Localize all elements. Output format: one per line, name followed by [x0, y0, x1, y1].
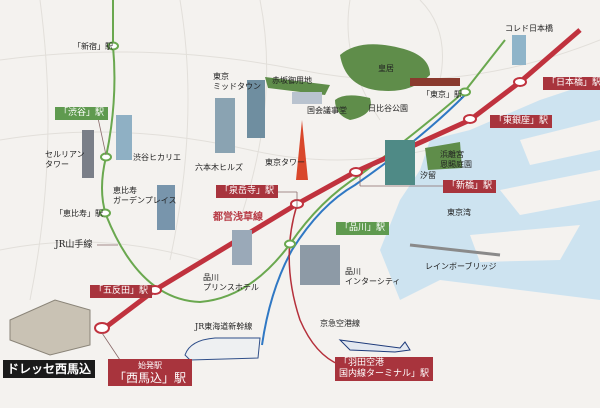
roppongi-hills [215, 98, 235, 153]
yamanote-line-label: JR山手線 [55, 240, 93, 250]
intercity-label: 品川 インターシティ [345, 267, 401, 286]
coredo-label: コレド日本橋 [505, 24, 553, 33]
shinkansen-train [184, 337, 261, 361]
nihonbashi-station-label: 「日本橋」駅 [543, 77, 600, 90]
airplane [338, 339, 411, 353]
akasaka-label: 赤坂御用地 [272, 76, 312, 85]
hibiya-park [335, 95, 371, 120]
shinkansen-line [261, 94, 466, 346]
intercity-buildings [300, 245, 340, 285]
station-markers [94, 41, 527, 334]
station-marker-tokyo [459, 87, 471, 97]
roppongi-hills-label: 六本木ヒルズ [195, 163, 243, 172]
shinjuku-station-label: 「新宿」駅 [73, 42, 113, 51]
kokkai-building [292, 92, 322, 104]
tokyo-tower-label: 東京タワー [265, 158, 305, 167]
prince-hotel [232, 230, 252, 265]
midtown-label: 東京 ミッドタウン [213, 72, 261, 91]
start-station-caption: 始発駅 [138, 361, 162, 370]
coredo-building [512, 35, 526, 65]
ebisu-garden-building [157, 185, 175, 230]
imperial-palace-label: 皇居 [378, 64, 394, 73]
cerulean-tower [82, 130, 94, 178]
tokyo-station-building [410, 78, 460, 86]
prince-hotel-label: 品川 プリンスホテル [203, 273, 259, 292]
station-marker-higashiginza [463, 114, 477, 124]
station-marker-shinbashi [349, 167, 363, 177]
midtown-building [247, 80, 265, 138]
keikyu-line-label: 京急空港線 [320, 319, 360, 328]
hikarie-label: 渋谷ヒカリエ [133, 153, 181, 162]
station-marker-shinagawa [284, 239, 296, 249]
parks [265, 44, 462, 170]
shinagawa-station-label: 「品川」駅 [336, 222, 390, 235]
leader-lines [97, 117, 443, 361]
hikarie-building [116, 115, 132, 160]
property-name-label: ドレッセ西馬込 [3, 360, 96, 378]
haneda-station-line1: 「羽田空港 [339, 358, 385, 368]
asakusa-line-label: 都営浅草線 [213, 212, 263, 223]
tokyo-station-label: 「東京」駅 [422, 90, 462, 99]
hamarikyu-label: 浜離宮 恩賜庭園 [440, 150, 472, 169]
akasaka-park [265, 77, 330, 95]
mansion-building [9, 299, 91, 356]
shibuya-station-label: 「渋谷」駅 [55, 107, 109, 120]
start-station-name: 「西馬込」駅 [114, 371, 187, 385]
gotanda-station-label: 「五反田」駅 [90, 285, 153, 298]
shinbashi-station-label: 「新橋」駅 [443, 180, 497, 193]
tokyo-tower [296, 120, 308, 180]
station-marker-nihonbashi [513, 77, 527, 87]
keikyu-line [288, 204, 341, 366]
rainbow-bridge [409, 243, 501, 257]
shiodome-label: 汐留 [420, 171, 436, 180]
higashiginza-station-label: 「東銀座」駅 [490, 115, 553, 128]
haneda-station-line2: 国内線ターミナル」駅 [339, 369, 430, 379]
hibiya-park-label: 日比谷公園 [368, 104, 408, 113]
ebisu-station-label: 「恵比寿」駅 [55, 209, 103, 218]
station-marker-nishimagome [94, 322, 110, 334]
tokyo-bay-label: 東京湾 [447, 208, 471, 217]
ebisu-garden-label: 恵比寿 ガーデンプレイス [113, 186, 177, 205]
reclaimed-land [470, 120, 600, 262]
nishimagome-station-label: 始発駅 「西馬込」駅 [108, 359, 193, 386]
rainbow-bridge-label: レインボーブリッジ [425, 262, 497, 271]
station-marker-ebisu [99, 208, 111, 218]
cerulean-tower-label: セルリアン タワー [45, 150, 85, 169]
station-marker-shinjuku [107, 41, 119, 51]
shiodome-buildings [385, 140, 415, 185]
kokkai-label: 国会議事堂 [307, 106, 347, 115]
imperial-palace-park [340, 44, 430, 91]
sengakuji-station-label: 「泉岳寺」駅 [216, 185, 279, 198]
shinkansen-line-label: JR東海道新幹線 [195, 322, 253, 331]
buildings [9, 35, 526, 361]
haneda-station-label: 「羽田空港 国内線ターミナル」駅 [335, 357, 434, 381]
hamarikyu-park [425, 142, 462, 170]
